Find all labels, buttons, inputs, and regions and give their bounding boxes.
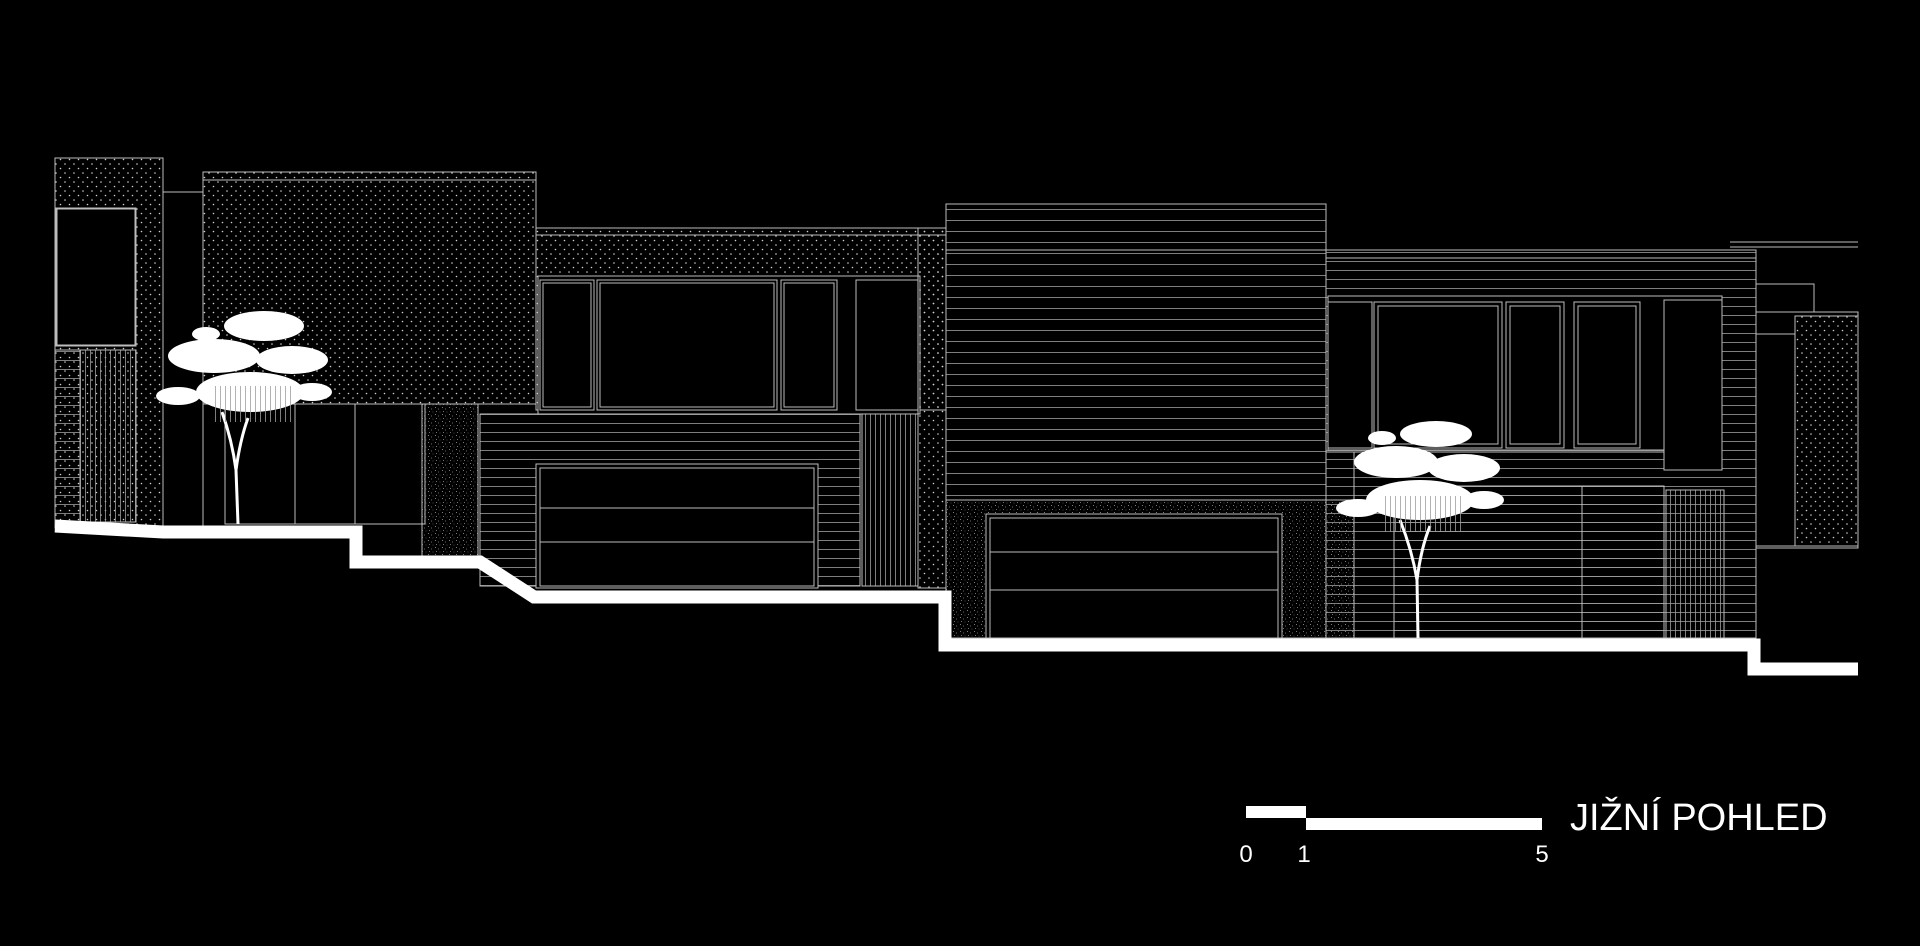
- right-window-3-inner: [1509, 305, 1561, 445]
- tree-right: [1336, 421, 1504, 639]
- left-speckle-wall: [421, 403, 479, 557]
- mid-right-garage-door: [989, 517, 1279, 639]
- tree-left: [156, 311, 332, 525]
- scale-bar-segment-1-5: [1306, 818, 1542, 830]
- mid-right-box: [945, 203, 1327, 501]
- right-house: [1325, 249, 1757, 639]
- scale-label-1: 1: [1297, 841, 1310, 868]
- right-tall-panel: [1663, 299, 1723, 471]
- mid-left-side-slats: [861, 413, 919, 587]
- scale-label-0: 0: [1239, 841, 1252, 868]
- left-house: [54, 157, 537, 557]
- mid-left-window-3: [780, 279, 838, 411]
- right-window-3: [1505, 301, 1565, 449]
- far-right-house: [1730, 241, 1859, 549]
- far-right-dot-panel: [1794, 315, 1859, 547]
- mid-left-window-3-inner: [783, 282, 835, 408]
- mid-left-right-strip: [917, 227, 947, 589]
- left-tower-window: [55, 207, 137, 347]
- right-window-band: [1327, 295, 1723, 451]
- far-right-fascia: [1755, 283, 1815, 313]
- drawing-title: JIŽNÍ POHLED: [1570, 796, 1828, 839]
- left-main-block: [202, 171, 537, 405]
- mid-left-window-1: [539, 279, 595, 411]
- ground-line: [54, 519, 1858, 676]
- left-garden-wall: [224, 403, 426, 525]
- mid-left-window-band: [537, 275, 921, 415]
- mid-left-window-1-inner: [542, 282, 592, 408]
- mid-left-window-2: [596, 279, 778, 411]
- left-entry-slats: [79, 349, 137, 523]
- mid-left-garage-frame: [535, 463, 819, 589]
- right-window-4-inner: [1577, 305, 1637, 445]
- mid-left-window-2-inner: [599, 282, 775, 408]
- middle-left-house: [479, 227, 947, 589]
- right-window-4: [1573, 301, 1641, 449]
- scale-label-5: 5: [1535, 841, 1548, 868]
- mid-left-garage-door: [539, 467, 815, 587]
- right-window-2: [1373, 301, 1503, 449]
- mid-right-garage-frame: [985, 513, 1283, 639]
- left-lower-cladding: [54, 349, 81, 523]
- scale-bar: 0 1 5: [1239, 806, 1549, 868]
- right-entry-slats: [1665, 489, 1725, 639]
- left-tower-inset: [56, 208, 136, 346]
- right-window-1: [1327, 301, 1373, 449]
- scale-bar-segment-0-1: [1246, 806, 1306, 818]
- middle-right-house: [945, 203, 1355, 639]
